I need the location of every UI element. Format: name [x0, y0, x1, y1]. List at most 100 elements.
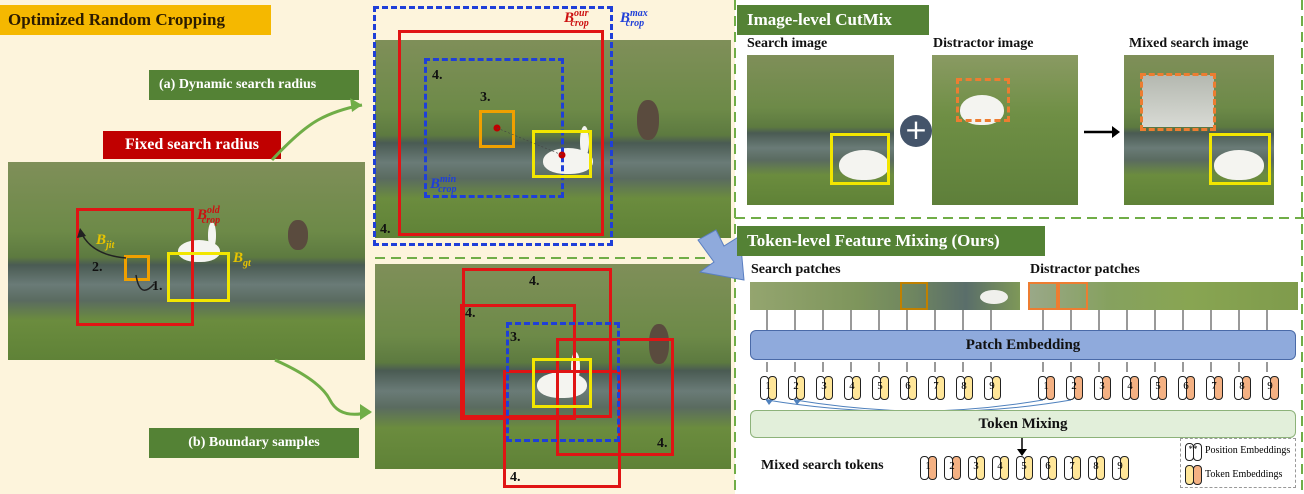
mixed-token-number: 8 — [1093, 460, 1099, 472]
swan — [839, 150, 889, 180]
mixed-token-number: 9 — [1117, 460, 1123, 472]
distractor-patch-2 — [1058, 282, 1088, 310]
distractor-token-number: 7 — [1211, 380, 1217, 392]
search-token-number: 1 — [765, 380, 771, 392]
mixed-tokens-label: Mixed search tokens — [761, 458, 884, 473]
boundary-min-box — [506, 322, 620, 442]
max-crop-box — [373, 6, 613, 246]
step-3-label: 3. — [510, 330, 521, 345]
plus-icon: + — [900, 115, 932, 147]
b-gt-label: Bgt — [233, 250, 251, 269]
b-min-crop-label: Bmincrop — [430, 174, 457, 195]
mixed-token-number: 4 — [997, 460, 1003, 472]
boundary-crop-box — [462, 268, 612, 418]
distractor-token: 6 — [1178, 376, 1195, 400]
distractor-patch-1 — [1028, 282, 1058, 310]
legend-tok-swatch — [1185, 465, 1202, 485]
goose — [288, 220, 308, 250]
mixed-token-number: 6 — [1045, 460, 1051, 472]
arrow-1 — [135, 274, 155, 291]
mixed-token: 2 — [944, 456, 961, 480]
search-token: 4 — [844, 376, 861, 400]
search-token: 8 — [956, 376, 973, 400]
gt-center-dot — [558, 151, 566, 159]
distractor-token: 7 — [1206, 376, 1223, 400]
mixed-token-number: 5 — [1021, 460, 1027, 472]
mixed-token: 3 — [968, 456, 985, 480]
swan — [1214, 150, 1264, 180]
legend-pos-label: Position Embeddings — [1205, 445, 1291, 456]
mixed-token: 4 — [992, 456, 1009, 480]
mixed-token: 5 — [1016, 456, 1033, 480]
search-token: 1 — [760, 376, 777, 400]
big-blue-arrow — [697, 229, 745, 281]
panel-title-cropping: Optimized Random Cropping — [0, 5, 271, 35]
search-token-number: 8 — [961, 380, 967, 392]
distractor-image-label: Distractor image — [933, 36, 1034, 51]
min-crop-box — [424, 58, 564, 198]
distractor-token-number: 9 — [1267, 380, 1273, 392]
fixed-radius-tag: Fixed search radius — [103, 131, 281, 159]
distractor-token: 9 — [1262, 376, 1279, 400]
arrow-to-boundary — [274, 358, 371, 416]
search-patch-swan — [980, 290, 1008, 304]
swan-neck — [208, 222, 216, 248]
distractor-token: 3 — [1094, 376, 1111, 400]
distractor-token-number: 8 — [1239, 380, 1245, 392]
mixed-gt-box — [1209, 133, 1271, 185]
gt-box — [167, 252, 230, 302]
distractor-token-number: 4 — [1127, 380, 1133, 392]
dynamic-radius-tag: (a) Dynamic search radius — [149, 70, 359, 100]
arrow-to-dynamic — [270, 103, 363, 162]
mixed-token: 6 — [1040, 456, 1057, 480]
distractor-token-number: 6 — [1183, 380, 1189, 392]
search-token: 7 — [928, 376, 945, 400]
boundary-samples-tag: (b) Boundary samples — [149, 428, 359, 458]
token-mixing-title: Token-level Feature Mixing (Ours) — [737, 226, 1045, 256]
boundary-crop-box — [556, 338, 674, 456]
goose — [649, 324, 669, 364]
search-token-number: 9 — [989, 380, 995, 392]
step-4-label: 4. — [432, 68, 443, 83]
distractor-token: 2 — [1066, 376, 1083, 400]
distractor-token: 5 — [1150, 376, 1167, 400]
embedding-legend: ** Position Embeddings Token Embeddings — [1180, 438, 1296, 488]
search-token: 9 — [984, 376, 1001, 400]
arrow-head — [77, 228, 86, 238]
patch-connectors — [766, 310, 1268, 372]
b-our-crop-label: Bourcrop — [564, 8, 589, 29]
distractor-token-number: 2 — [1071, 380, 1077, 392]
connector-arrows — [77, 98, 372, 420]
jitter-center-dot — [493, 124, 501, 132]
boundary-crop-box — [460, 304, 576, 420]
search-token-number: 2 — [793, 380, 799, 392]
step-2-label: 2. — [92, 260, 103, 275]
mixed-distractor-box — [1140, 73, 1216, 131]
search-token-number: 6 — [905, 380, 911, 392]
mixed-token-number: 2 — [949, 460, 955, 472]
step-1-label: 1. — [152, 279, 163, 294]
mixed-token: 7 — [1064, 456, 1081, 480]
source-image — [8, 162, 365, 360]
mixed-token: 8 — [1088, 456, 1105, 480]
b-old-crop-label: Boldcrop — [197, 205, 221, 226]
mixed-token-number: 3 — [973, 460, 979, 472]
distractor-token-row: 1 2 3 4 5 6 7 8 9 — [1030, 374, 1300, 402]
distractor-token: 1 — [1038, 376, 1055, 400]
cutmix-search-image — [747, 55, 894, 205]
search-token: 6 — [900, 376, 917, 400]
arrow-head — [360, 404, 372, 420]
old-crop-box — [76, 208, 194, 326]
mixed-token: 1 — [920, 456, 937, 480]
distractor-token: 4 — [1122, 376, 1139, 400]
search-token-number: 3 — [821, 380, 827, 392]
mixed-image-label: Mixed search image — [1129, 36, 1249, 51]
mixed-token-number: 7 — [1069, 460, 1075, 472]
swan-neck — [580, 126, 589, 156]
b-max-crop-label: Bmaxcrop — [620, 8, 648, 29]
distractor-box — [956, 78, 1010, 122]
search-patches-label: Search patches — [751, 262, 841, 277]
distractor-token-number: 1 — [1043, 380, 1049, 392]
